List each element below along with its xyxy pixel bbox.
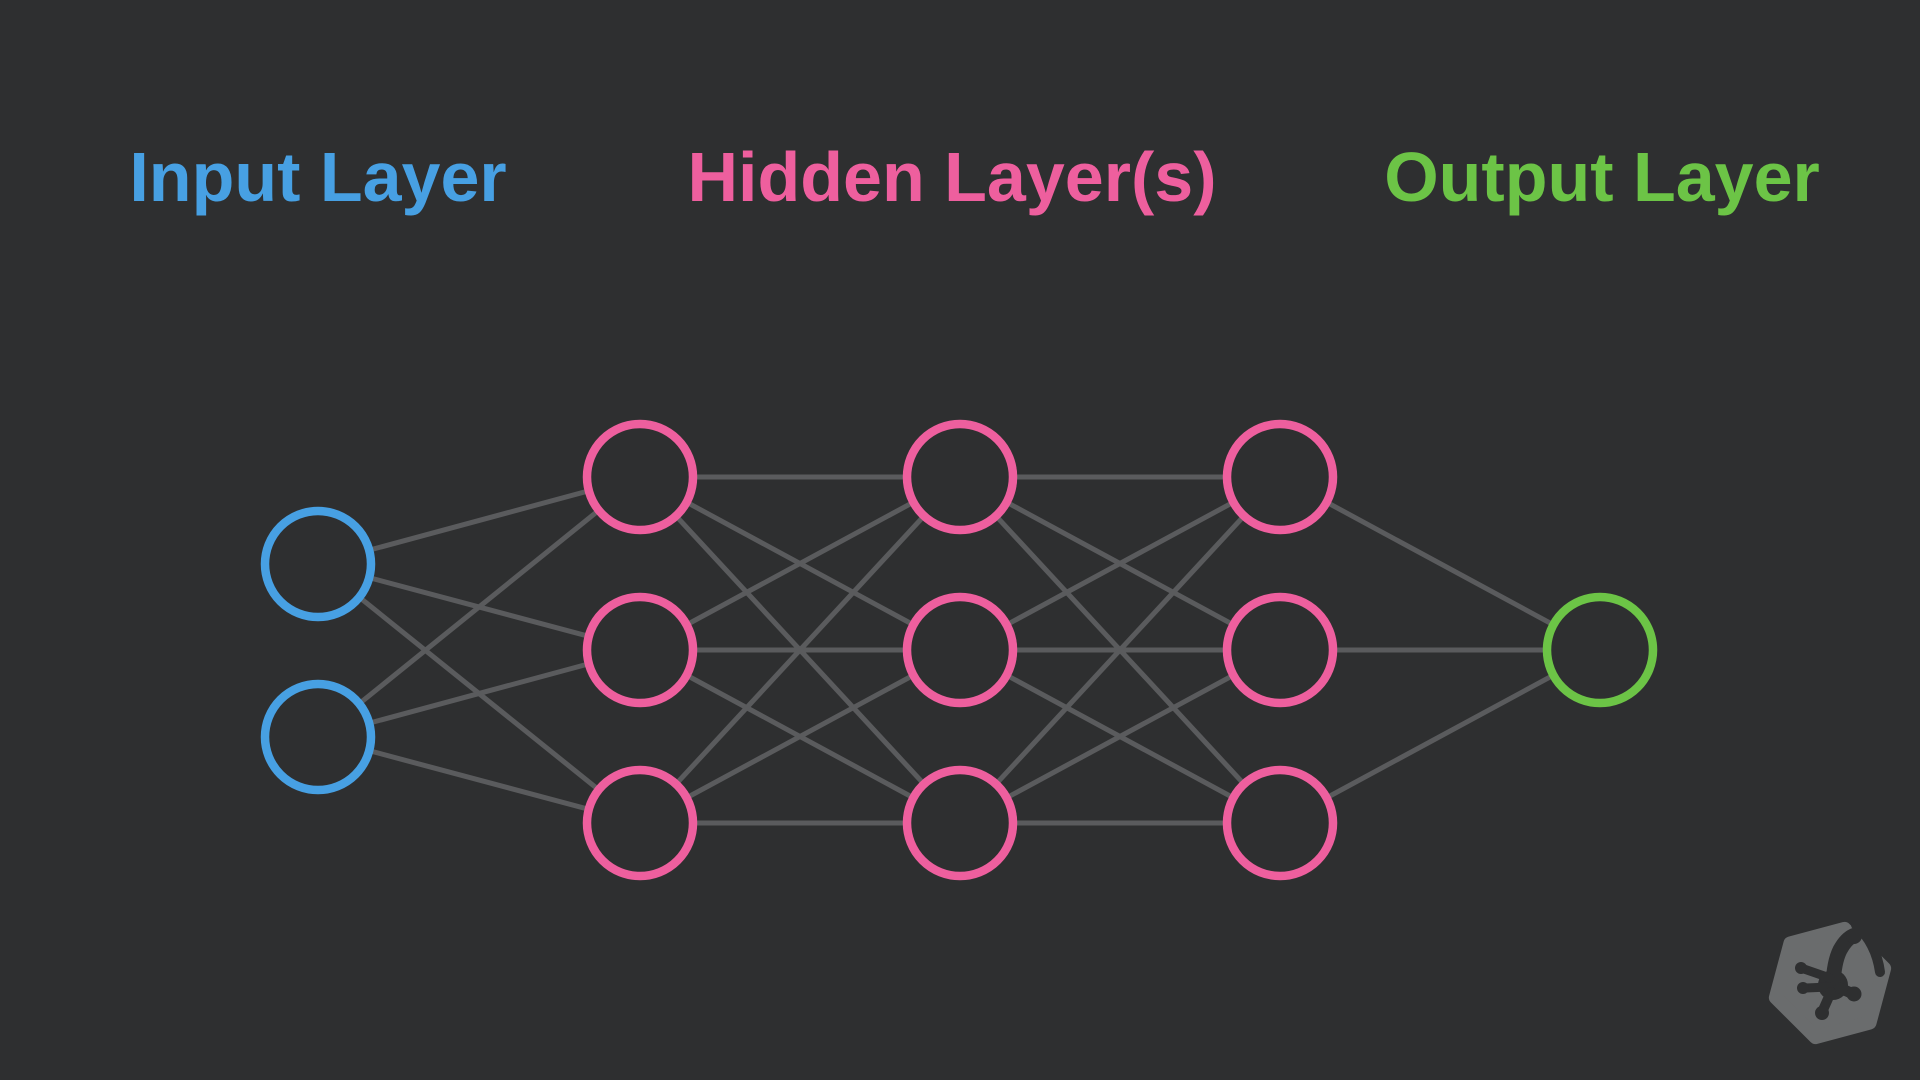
node-hidden-layer-2-1 — [902, 419, 1018, 535]
node-hidden-layer-3-2 — [1222, 592, 1338, 708]
edge-hidden-layer-2-to-hidden-layer-3 — [958, 474, 1282, 653]
lizard-footprint-hexagon-icon — [1768, 920, 1892, 1045]
node-hidden-layer-1-2 — [582, 592, 698, 708]
node-input-layer-1 — [260, 506, 376, 622]
edge-hidden-layer-2-to-hidden-layer-3 — [958, 475, 1282, 825]
node-hidden-layer-3-3 — [1222, 765, 1338, 881]
edge-hidden-layer-1-to-hidden-layer-2 — [638, 474, 962, 653]
node-hidden-layer-2-3 — [902, 765, 1018, 881]
edge-hidden-layer-3-to-output-layer — [1278, 474, 1602, 653]
hidden-layer-label: Hidden Layer(s) — [687, 138, 1217, 216]
node-input-layer-2 — [260, 679, 376, 795]
nodes-group — [260, 419, 1658, 881]
input-layer-label: Input Layer — [129, 138, 507, 216]
node-hidden-layer-1-3 — [582, 765, 698, 881]
edge-hidden-layer-2-to-hidden-layer-3 — [958, 647, 1282, 826]
edge-hidden-layer-3-to-output-layer — [1278, 647, 1602, 826]
edge-hidden-layer-1-to-hidden-layer-2 — [638, 647, 962, 826]
node-hidden-layer-1-1 — [582, 419, 698, 535]
output-layer-label: Output Layer — [1384, 138, 1820, 216]
edge-input-layer-to-hidden-layer-1 — [316, 475, 642, 739]
node-hidden-layer-3-1 — [1222, 419, 1338, 535]
node-output-layer-1 — [1542, 592, 1658, 708]
edge-hidden-layer-1-to-hidden-layer-2 — [638, 475, 962, 825]
node-hidden-layer-2-2 — [902, 592, 1018, 708]
